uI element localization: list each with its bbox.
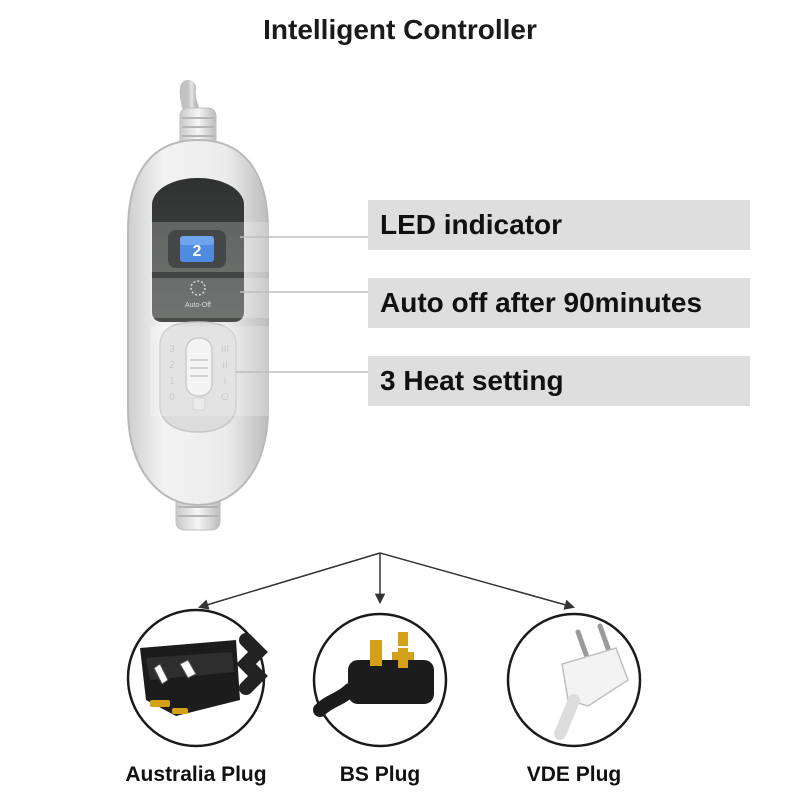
heat-mark-iii: III xyxy=(221,344,229,355)
plug-arrows xyxy=(197,552,576,610)
auto-off-callout: Auto off after 90minutes xyxy=(368,278,750,328)
heat-level-2: 2 xyxy=(169,360,175,371)
bs-plug-illustration xyxy=(312,612,448,748)
auto-off-icon xyxy=(190,280,206,296)
power-cord-top xyxy=(179,80,217,149)
heat-mark-i: I xyxy=(224,376,227,387)
australia-plug-illustration xyxy=(126,608,268,748)
auto-off-label: Auto-Off xyxy=(185,302,211,309)
heat-level-0: 0 xyxy=(169,392,175,403)
vde-plug-illustration xyxy=(506,612,642,748)
page-title: Intelligent Controller xyxy=(263,14,537,45)
callout-leaders xyxy=(150,222,368,416)
led-digit: 2 xyxy=(193,243,202,260)
controller-body: 2 Auto-Off 3 2 1 0 III II I O xyxy=(127,138,269,507)
led-indicator-callout: LED indicator xyxy=(368,200,750,250)
vde-plug-label: VDE Plug xyxy=(526,763,622,786)
bs-plug-label: BS Plug xyxy=(339,763,421,786)
heat-level-3: 3 xyxy=(169,344,175,355)
heat-level-1: 1 xyxy=(169,376,175,387)
heat-mark-o: O xyxy=(221,392,229,403)
australia-plug-label: Australia Plug xyxy=(125,763,267,786)
heat-mark-ii: II xyxy=(222,360,228,371)
heat-setting-callout: 3 Heat setting xyxy=(368,356,750,406)
